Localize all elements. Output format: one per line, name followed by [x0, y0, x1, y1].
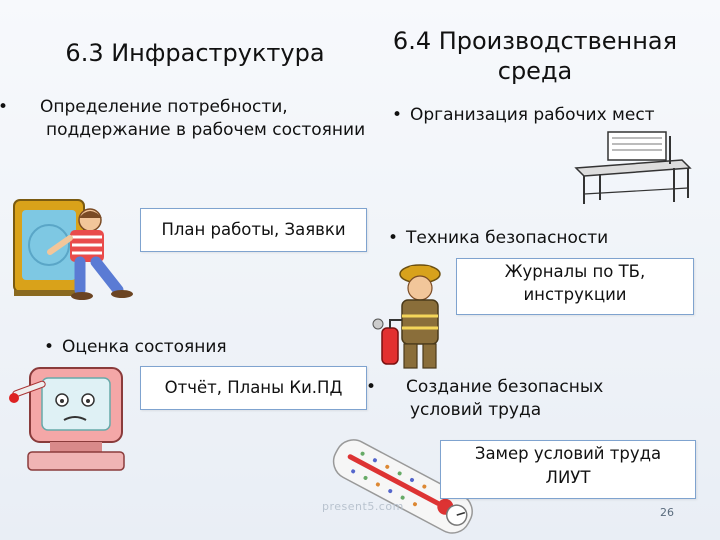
right-box-journals-line1: Журналы по ТБ, — [504, 262, 646, 281]
bullet-dot: • — [366, 377, 377, 397]
firefighter-icon — [372, 264, 441, 369]
left-bullet-assess: • Оценка состояния — [44, 336, 324, 359]
right-bullet-safety: • Техника безопасности — [388, 227, 708, 250]
left-title: 6.3 Инфраструктура — [65, 39, 325, 67]
right-bullet-conditions-line2: условий труда — [410, 399, 542, 420]
right-box-measurement-line1: Замер условий труда — [474, 444, 662, 463]
right-bullet-safety-text: Техника безопасности — [406, 228, 609, 248]
right-title-line1: 6.4 Производственная — [392, 27, 678, 55]
left-bullet-needs-text: Определение потребности, поддержание в р… — [40, 97, 366, 140]
tv-repair-person-icon — [13, 199, 133, 300]
right-box-journals: Журналы по ТБ, инструкции — [456, 258, 694, 315]
bullet-dot: • — [392, 105, 403, 125]
right-box-journals-line2: инструкции — [523, 285, 627, 305]
left-bullet-needs: •Определение потребности, поддержание в … — [0, 96, 376, 142]
right-box-measurement: Замер условий труда ЛИУТ — [440, 440, 696, 499]
right-title: 6.4 Производственная среда — [370, 26, 700, 86]
left-box-report: Отчёт, Планы Ки.ПД — [140, 366, 367, 410]
bullet-dot: • — [44, 337, 55, 357]
left-box-plan: План работы, Заявки — [140, 208, 367, 252]
page-number: 26 — [660, 506, 674, 519]
thermometer-hygrometer-icon — [332, 439, 473, 534]
left-bullet-assess-text: Оценка состояния — [62, 337, 227, 357]
right-bullet-conditions-line1: Создание безопасных — [406, 377, 604, 397]
workbench-icon — [574, 131, 692, 204]
right-title-line2: среда — [497, 57, 573, 85]
bullet-dot: • — [388, 228, 399, 248]
bullet-dot: • — [0, 96, 40, 119]
watermark: present5.com — [322, 500, 404, 513]
right-bullet-conditions: • Создание безопасных условий труда — [366, 376, 720, 422]
right-bullet-workplaces: • Организация рабочих мест — [392, 104, 712, 127]
right-box-measurement-line2: ЛИУТ — [545, 467, 591, 487]
sick-computer-icon — [9, 367, 125, 471]
right-bullet-workplaces-text: Организация рабочих мест — [410, 105, 655, 125]
